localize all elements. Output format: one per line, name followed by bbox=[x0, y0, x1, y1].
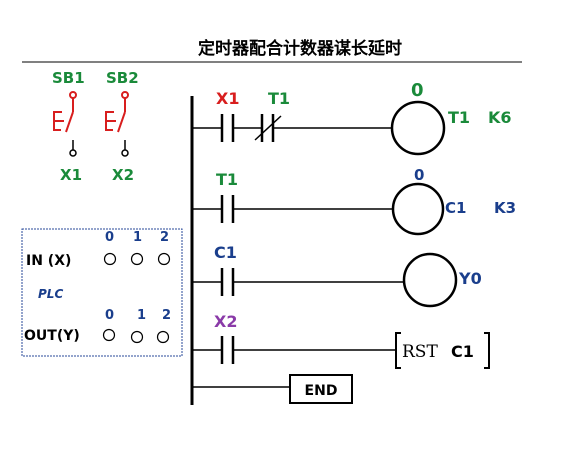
switch-sb2: SB2 X2 bbox=[105, 69, 139, 184]
plc-in-index-0: 0 bbox=[105, 230, 114, 245]
rst-instruction-arg: C1 bbox=[451, 342, 474, 361]
coil-t1 bbox=[390, 100, 446, 156]
rst-instruction-op: RST bbox=[402, 342, 438, 362]
plc-in-led-2 bbox=[157, 252, 171, 266]
end-label: END bbox=[305, 383, 338, 399]
rung-1: X1 T1 0 T1 K6 bbox=[192, 80, 512, 156]
plc-panel: 0 1 2 IN (X) PLC 0 1 2 OUT(Y) bbox=[21, 228, 183, 357]
contact-x1-label: X1 bbox=[216, 89, 239, 108]
end-box bbox=[289, 374, 353, 404]
coil-y0-label: Y0 bbox=[458, 269, 482, 288]
rung-4: X2 RST C1 bbox=[192, 312, 490, 369]
coil-c1-top: 0 bbox=[414, 166, 424, 184]
coil-y0 bbox=[402, 252, 458, 308]
plc-label: PLC bbox=[38, 287, 63, 301]
switch-sb1: SB1 X1 bbox=[52, 69, 85, 184]
coil-t1-setting: K6 bbox=[488, 108, 512, 127]
switch-sb2-input: X2 bbox=[112, 166, 134, 184]
contact-c1-label: C1 bbox=[214, 243, 237, 262]
contact-t1-no-label: T1 bbox=[216, 170, 238, 189]
switch-sb2-label: SB2 bbox=[106, 69, 139, 87]
switch-sb1-input: X1 bbox=[60, 166, 82, 184]
plc-out-led-0 bbox=[102, 328, 116, 342]
plc-in-led-1 bbox=[130, 252, 144, 266]
rung-3: C1 Y0 bbox=[192, 243, 482, 308]
plc-out-index-1: 1 bbox=[137, 308, 146, 323]
plc-in-index-2: 2 bbox=[160, 230, 169, 245]
plc-out-led-2 bbox=[156, 330, 170, 344]
contact-x2-label: X2 bbox=[214, 312, 237, 331]
plc-in-label: IN (X) bbox=[26, 253, 71, 269]
end-rung: END bbox=[192, 374, 353, 404]
plc-out-index-0: 0 bbox=[105, 308, 114, 323]
switch-sb1-label: SB1 bbox=[52, 69, 85, 87]
plc-out-led-1 bbox=[130, 330, 144, 344]
plc-out-label: OUT(Y) bbox=[24, 328, 80, 344]
plc-in-led-0 bbox=[103, 252, 117, 266]
coil-t1-top: 0 bbox=[411, 80, 424, 101]
coil-t1-label: T1 bbox=[448, 108, 470, 127]
rung-2: T1 0 C1 K3 bbox=[192, 166, 516, 236]
contact-t1-nc-label: T1 bbox=[268, 89, 290, 108]
plc-out-index-2: 2 bbox=[162, 308, 171, 323]
coil-c1 bbox=[391, 182, 445, 236]
coil-c1-label: C1 bbox=[445, 199, 466, 217]
coil-c1-setting: K3 bbox=[494, 199, 516, 217]
diagram-title: 定时器配合计数器谋长延时 bbox=[198, 38, 402, 59]
plc-in-index-1: 1 bbox=[133, 230, 142, 245]
